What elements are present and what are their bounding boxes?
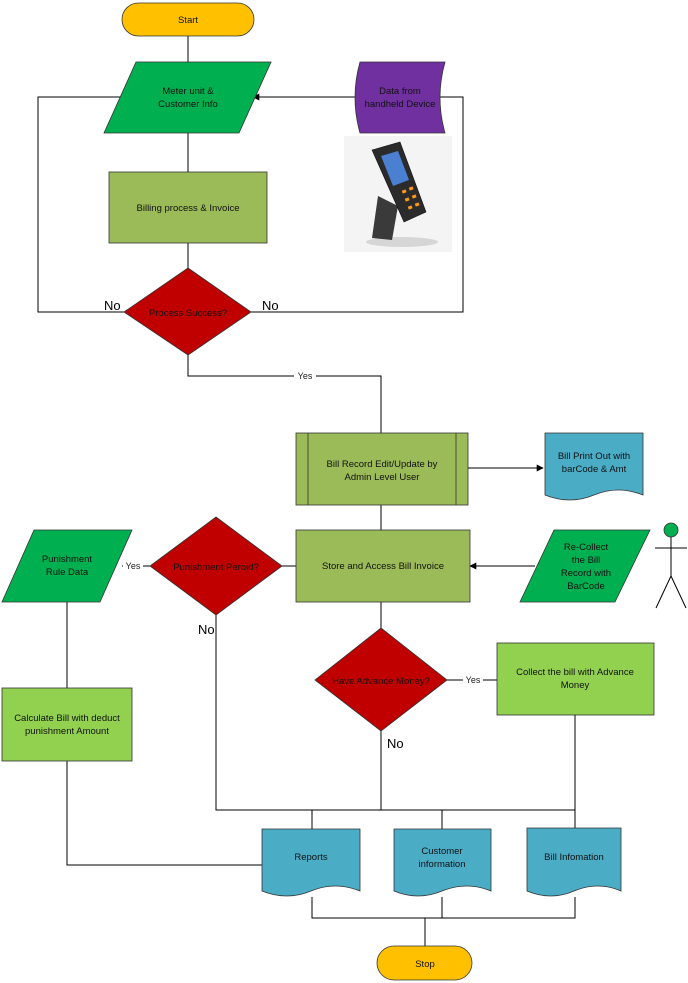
recollect-input: Re-Collect the Bill Record with BarCode (519, 529, 651, 603)
start-terminator: Start (121, 2, 255, 37)
handheld-data-storage: Data from handheld Device (354, 61, 446, 134)
customer-info-label-1: Customer (421, 846, 462, 857)
calculate-bill-label-2: punishment Amount (25, 726, 109, 737)
stop-terminator: Stop (376, 945, 473, 981)
bill-printout-label-1: Bill Print Out with (558, 451, 630, 462)
punishment-period-label: Punishment Peroid? (173, 562, 259, 573)
bill-info-document: Bill Infomation (526, 827, 622, 897)
calculate-bill-process: Calculate Bill with deduct punishment Am… (1, 687, 133, 762)
bill-info-label: Bill Infomation (544, 852, 604, 863)
punishment-rule-label-1: Punishment (42, 554, 93, 565)
meter-info-label-2: Customer Info (158, 99, 218, 110)
handheld-label-2: handheld Device (365, 99, 436, 110)
recollect-label-1: Re-Collect (564, 542, 609, 553)
process-success-decision: Process Success? (123, 267, 252, 356)
no-right-label: No (262, 298, 279, 313)
punishment-rule-input: Punishment Rule Data (1, 529, 133, 603)
billing-label: Billing process & Invoice (137, 203, 240, 214)
customer-info-document: Customer information (393, 828, 492, 897)
meter-info-input: Meter unit & Customer Info (103, 61, 272, 134)
edge-yes-to-bill-record (187, 355, 382, 433)
yes-success-label: Yes (298, 371, 313, 381)
no-punishment-label: No (198, 622, 215, 637)
recollect-label-4: BarCode (567, 581, 605, 592)
advance-money-decision: Have Advance Money? (314, 627, 448, 732)
recollect-label-2: the Bill (572, 555, 601, 566)
collect-advance-process: Collect the bill with Advance Money (496, 642, 655, 716)
start-label: Start (178, 15, 198, 26)
meter-info-label-1: Meter unit & (162, 86, 214, 97)
reports-document: Reports (261, 828, 361, 897)
stop-label: Stop (415, 959, 435, 970)
user-actor-icon (655, 522, 687, 609)
collect-advance-label-1: Collect the bill with Advance (516, 667, 634, 678)
edge-no-punishment (215, 608, 575, 811)
edge-docs-bottom-bus (311, 897, 576, 919)
edge-labels: No No Yes Yes No Yes No (104, 298, 483, 751)
no-left-label: No (104, 298, 121, 313)
store-access-label: Store and Access Bill Invoice (322, 561, 444, 572)
reports-label: Reports (294, 852, 328, 863)
customer-info-label-2: information (419, 859, 466, 870)
bill-record-label-2: Admin Level User (345, 472, 420, 483)
yes-advance-label: Yes (466, 675, 481, 685)
handheld-scanner-image (344, 136, 452, 252)
process-success-label: Process Success? (149, 308, 227, 319)
punishment-rule-label-2: Rule Data (46, 567, 89, 578)
no-advance-label: No (387, 736, 404, 751)
connectors (37, 36, 576, 946)
bill-printout-document: Bill Print Out with barCode & Amt (544, 432, 644, 501)
calculate-bill-label-1: Calculate Bill with deduct (14, 713, 120, 724)
handheld-label-1: Data from (379, 86, 421, 97)
collect-advance-label-2: Money (561, 680, 590, 691)
store-access-process: Store and Access Bill Invoice (295, 529, 471, 603)
yes-punishment-label: Yes (126, 561, 141, 571)
recollect-label-3: Record with (561, 568, 611, 579)
billing-process: Billing process & Invoice (108, 171, 268, 244)
advance-money-label: Have Advance Money? (332, 676, 430, 687)
punishment-period-decision: Punishment Peroid? (149, 516, 283, 616)
bill-record-label-1: Bill Record Edit/Update by (327, 459, 438, 470)
bill-printout-label-2: barCode & Amt (562, 464, 627, 475)
edge-calculate-to-reports (66, 761, 262, 866)
bill-record-process: Bill Record Edit/Update by Admin Level U… (295, 432, 469, 506)
